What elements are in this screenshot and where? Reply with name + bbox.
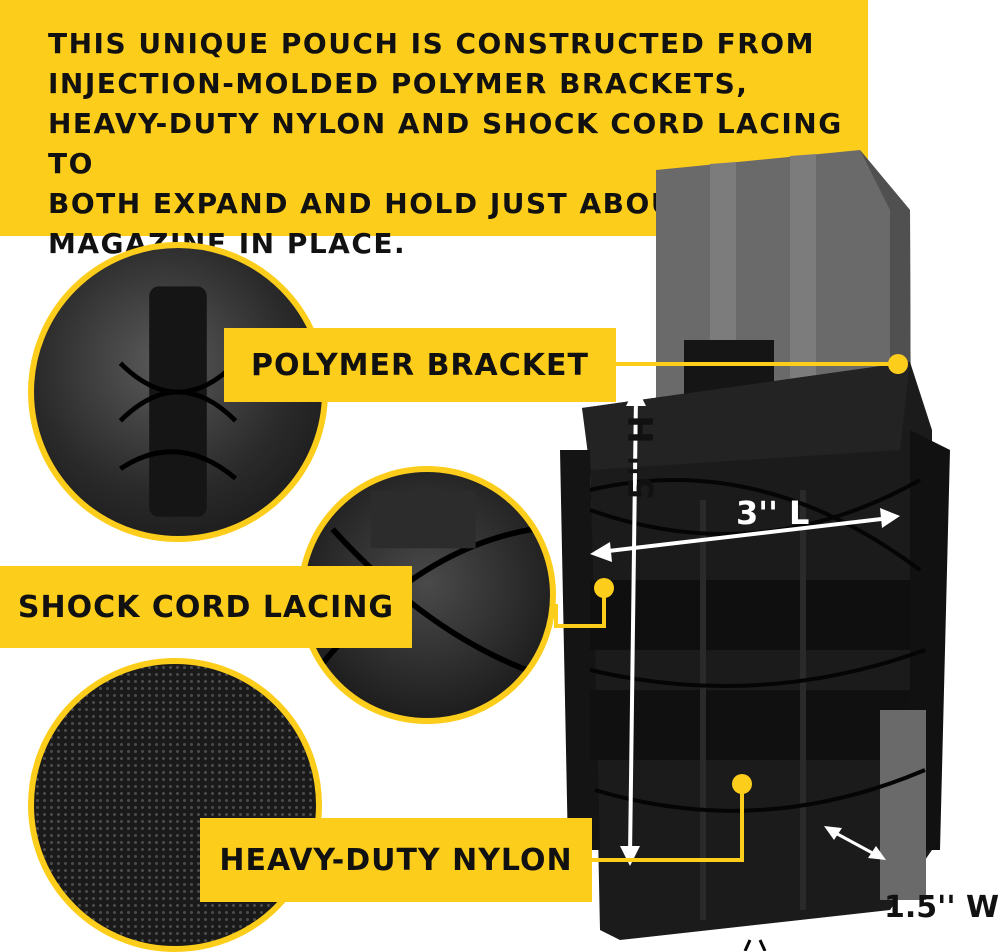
dimension-length: 3'' L [736, 494, 810, 532]
magazine-pouch-image [560, 150, 950, 951]
polymer-bracket-closeup [28, 242, 328, 542]
nylon-fabric-closeup [28, 658, 322, 952]
callout-polymer-bracket: POLYMER BRACKET [224, 328, 616, 402]
callout-shock-cord-lacing: SHOCK CORD LACING [0, 566, 412, 648]
dimension-width: 1.5'' W [884, 890, 1000, 925]
dimension-height: 5'' H [622, 415, 662, 500]
callout-heavy-duty-nylon: HEAVY-DUTY NYLON [200, 818, 592, 902]
